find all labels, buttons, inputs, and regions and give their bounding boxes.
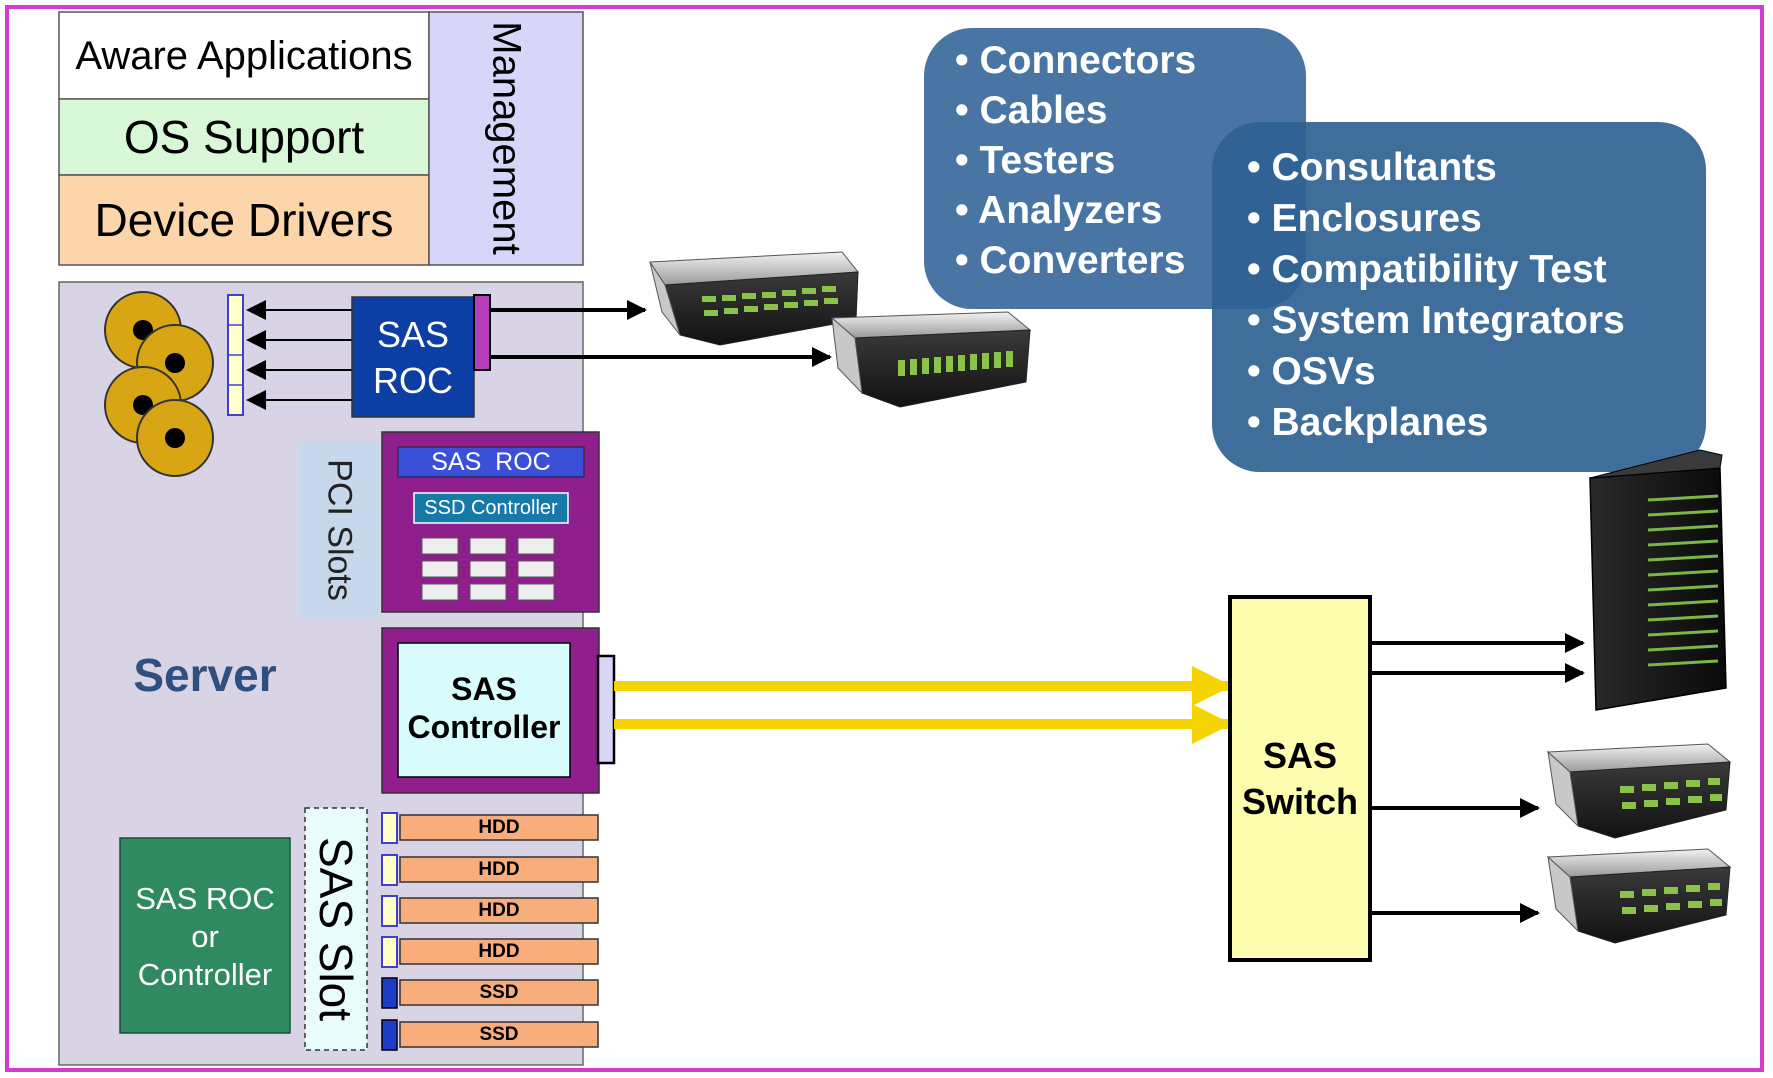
aware-applications-label: Aware Applications	[75, 33, 413, 78]
management-label: Management	[484, 21, 529, 255]
callout-2-item: • System Integrators	[1247, 299, 1625, 342]
sas-slot-box	[304, 807, 368, 1051]
os-support-layer	[58, 98, 430, 176]
callout-1-list: • Connectors • Cables • Testers • Analyz…	[955, 36, 1295, 286]
callout-1-item: • Converters	[955, 239, 1186, 282]
callout-1-item: • Connectors	[955, 39, 1197, 82]
drive-label: HDD	[478, 858, 520, 880]
os-support-label: OS Support	[123, 110, 365, 163]
pci-slots-label: PCI Slots	[320, 459, 359, 601]
callout-ecosystem-hardware	[924, 28, 1306, 309]
drive-connectors	[381, 812, 398, 1051]
sas-controller-port	[596, 654, 616, 765]
callout-2-list: • Consultants • Enclosures • Compatibili…	[1247, 142, 1702, 448]
pci-card-ssd-label: SSD Controller	[424, 496, 558, 519]
sas-switch-box	[1228, 595, 1372, 962]
sas-controller-label-2: Controller	[407, 708, 561, 745]
sas-roc-or-controller-label-2: or	[191, 919, 219, 955]
sas-roc-top-box	[351, 296, 475, 418]
callout-1-item: • Analyzers	[955, 189, 1163, 232]
callout-1-item: • Testers	[955, 139, 1116, 182]
callout-2-item: • Backplanes	[1247, 401, 1489, 444]
sas-roc-or-controller-label-3: Controller	[137, 957, 273, 993]
disk-ports	[227, 294, 244, 416]
server-rack	[1589, 449, 1727, 711]
device-drivers-label: Device Drivers	[94, 193, 394, 246]
aware-applications-layer	[58, 11, 430, 100]
callout-ecosystem-services	[1212, 122, 1706, 472]
sas-roc-or-controller-label-1: SAS ROC	[135, 881, 275, 917]
sas-roc-top-label-2: ROC	[373, 360, 453, 402]
software-stack	[58, 11, 584, 266]
storage-enclosure-1	[649, 251, 859, 346]
drive-label: SSD	[479, 1023, 519, 1045]
pci-card-ssd-bar	[413, 492, 569, 524]
sas-slot-label: SAS Slot	[310, 836, 363, 1022]
pci-card-chips	[421, 537, 555, 601]
pci-card-roc-label: SAS ROC	[431, 447, 551, 476]
callout-1-item: • Cables	[955, 89, 1108, 132]
storage-enclosure-2	[830, 311, 1032, 408]
disk-link-arrows	[246, 300, 352, 410]
sas-roc-top-port	[473, 294, 491, 371]
drive-label: HDD	[478, 816, 520, 838]
callout-2-item: • Compatibility Test	[1247, 248, 1607, 291]
callout-2-item: • OSVs	[1247, 350, 1376, 393]
callout-2-item: • Enclosures	[1247, 197, 1482, 240]
disk-platters	[104, 291, 214, 477]
drive-label: HDD	[478, 899, 520, 921]
sas-roc-top-label-1: SAS	[376, 314, 450, 356]
callout-2-item: • Consultants	[1247, 146, 1497, 189]
sas-controller-chip	[397, 642, 571, 778]
storage-enclosure-3	[1546, 743, 1732, 839]
sas-controller-label-1: SAS	[451, 670, 517, 707]
sas-roc-or-controller-box	[119, 837, 291, 1034]
drive-label: SSD	[479, 981, 519, 1003]
pci-card-roc-bar	[397, 446, 585, 478]
management-layer	[428, 11, 584, 266]
sas-switch-label-2: Switch	[1241, 781, 1358, 823]
pci-slots-box	[298, 441, 380, 618]
switch-output-arrows	[1370, 633, 1585, 923]
server-label: Server	[133, 648, 277, 701]
page-frame	[5, 5, 1764, 1072]
storage-enclosure-4	[1546, 848, 1732, 944]
drive-bodies	[399, 814, 599, 1048]
drive-label: HDD	[478, 940, 520, 962]
sas-switch-label-1: SAS	[1262, 735, 1338, 777]
